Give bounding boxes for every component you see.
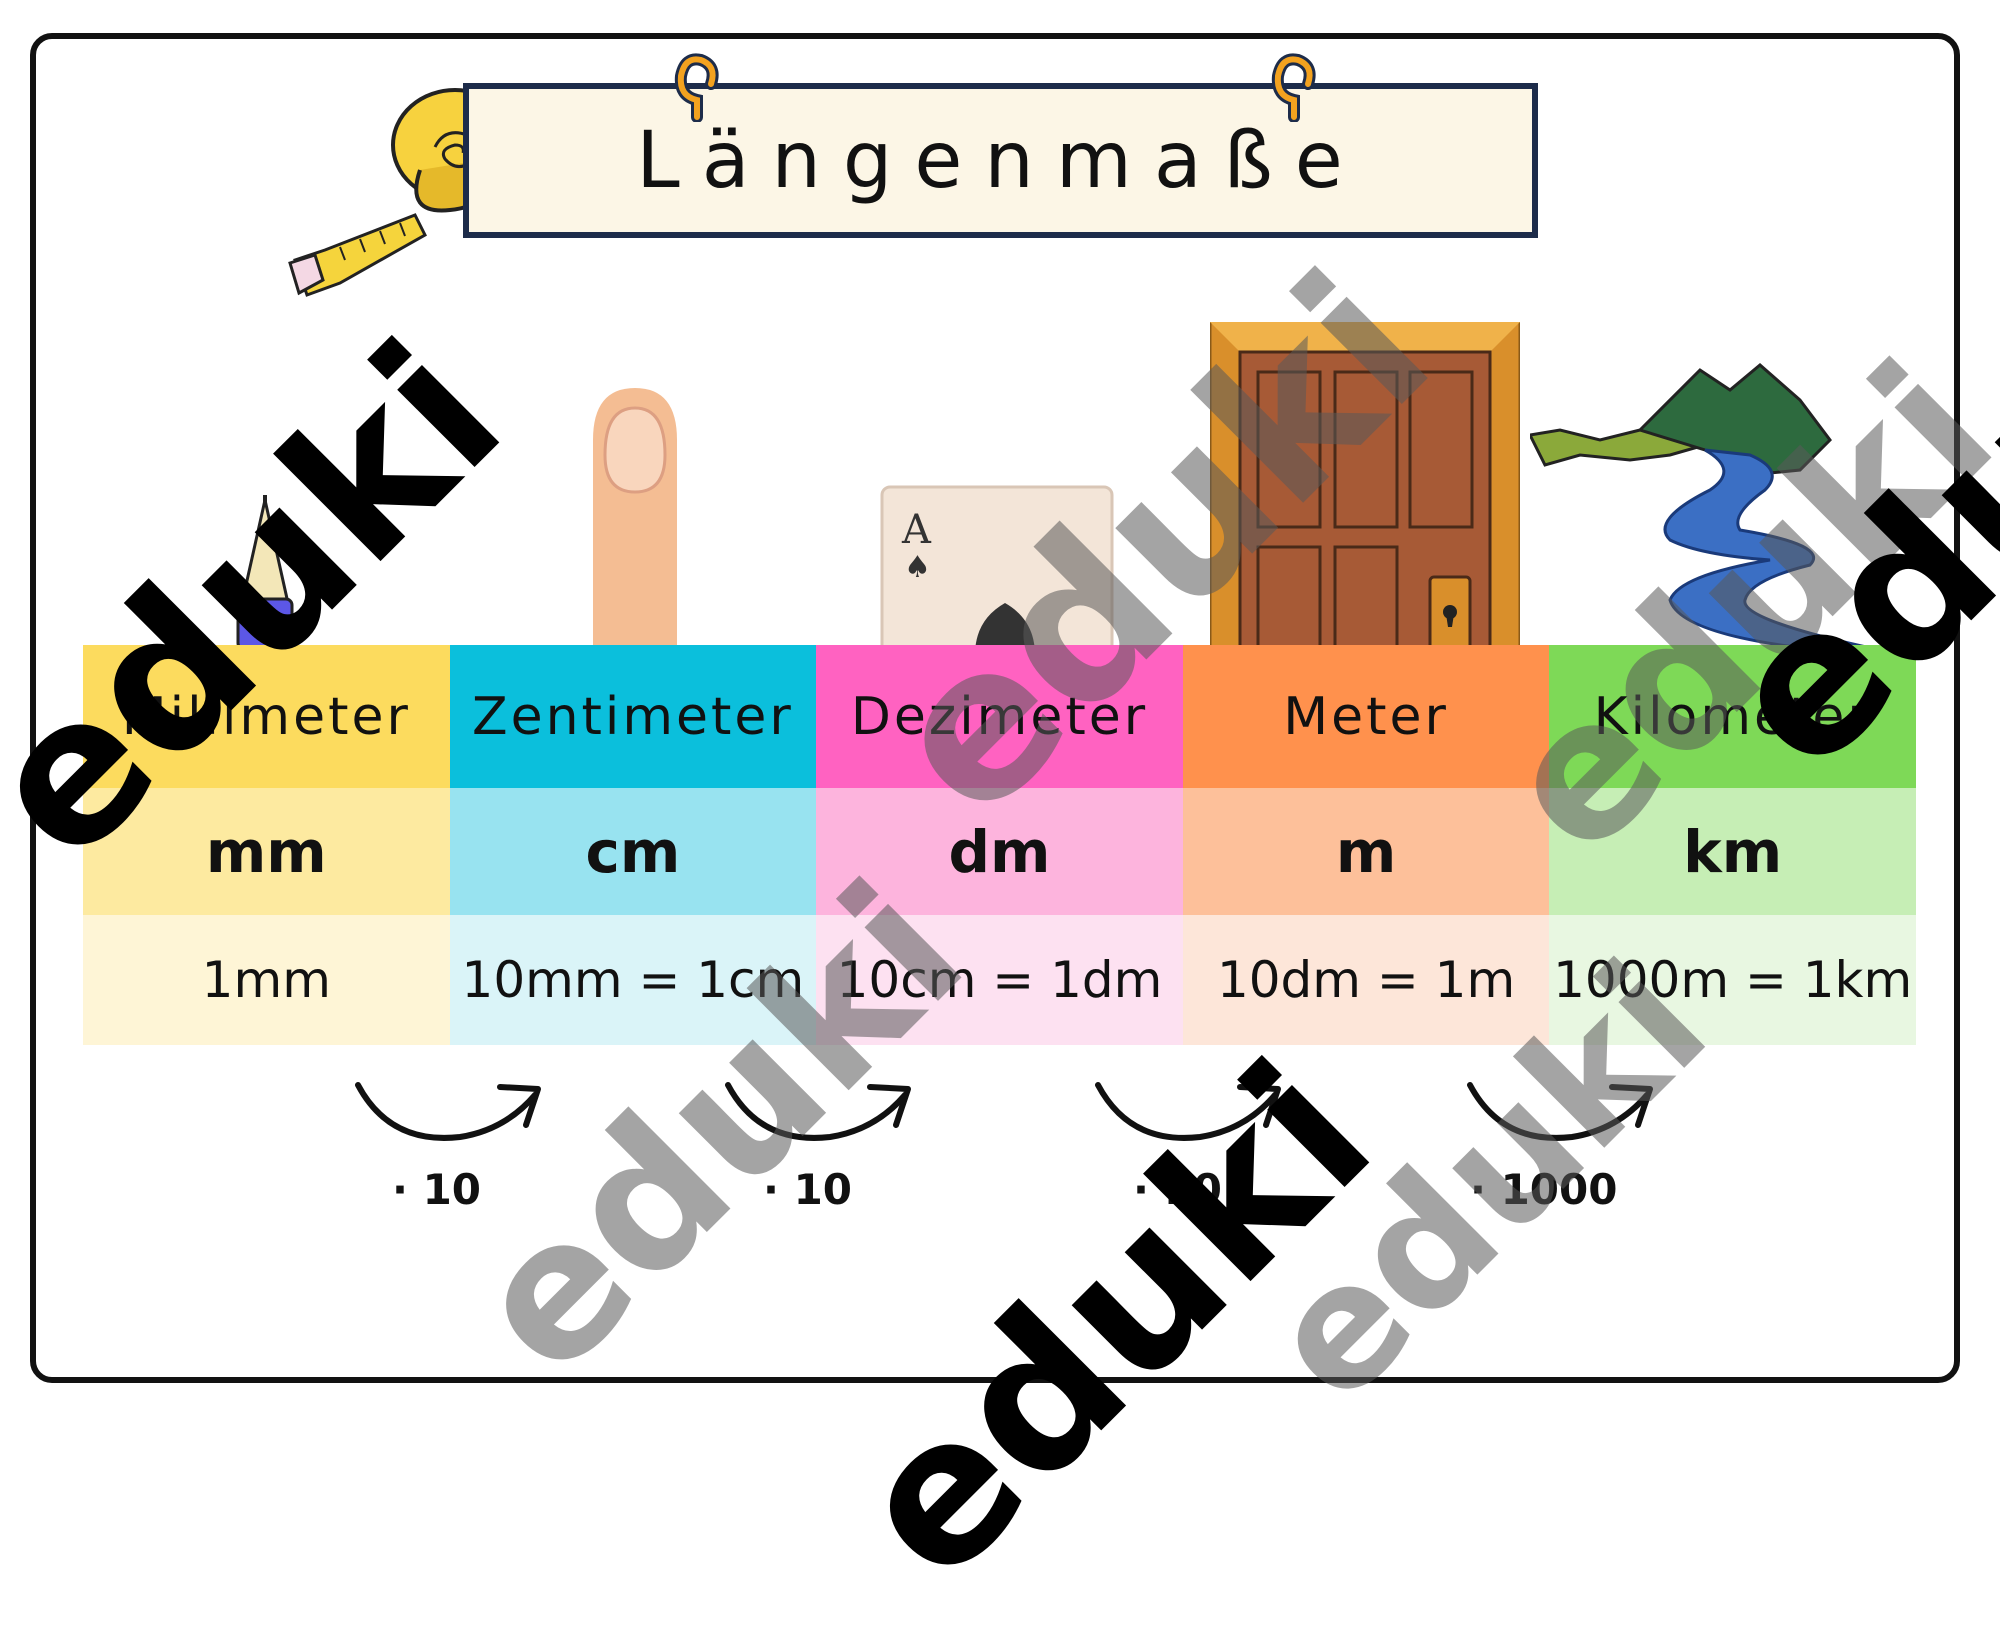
conversion-factor: · 1000: [1470, 1165, 1618, 1214]
binder-ring-icon: [674, 53, 719, 122]
arrow-icon: [355, 1082, 541, 1141]
unit-name: Kilometer: [1549, 645, 1916, 788]
title-banner: Längenmaße: [463, 83, 1538, 238]
unit-column-meter: Meter m 10dm = 1m: [1182, 645, 1550, 1045]
unit-column-kilometer: Kilometer km 1000m = 1km: [1549, 645, 1916, 1045]
landscape-icon: [1530, 363, 1881, 650]
finger-icon: [593, 388, 677, 650]
unit-abbreviation: km: [1549, 788, 1916, 915]
conversion-factor: · 10: [1133, 1165, 1223, 1214]
unit-equation: 10mm = 1cm: [449, 915, 817, 1045]
unit-equation: 10dm = 1m: [1182, 915, 1550, 1045]
playing-card-icon: A ♠: [880, 485, 1114, 655]
unit-name: Millimeter: [83, 645, 450, 788]
unit-equation: 1mm: [83, 915, 450, 1045]
page-frame: [30, 33, 1960, 1383]
binder-ring-icon: [1271, 53, 1316, 122]
unit-equation: 1000m = 1km: [1549, 915, 1916, 1045]
arrow-icon: [725, 1082, 911, 1141]
unit-name: Dezimeter: [816, 645, 1183, 788]
unit-column-dezimeter: Dezimeter dm 10cm = 1dm: [816, 645, 1183, 1045]
unit-column-zentimeter: Zentimeter cm 10mm = 1cm: [449, 645, 817, 1045]
svg-text:A: A: [901, 507, 932, 553]
units-table: Millimeter mm 1mm Zentimeter cm 10mm = 1…: [83, 645, 1916, 1045]
svg-text:♠: ♠: [904, 550, 931, 585]
page-title: Längenmaße: [636, 115, 1365, 206]
unit-equation: 10cm = 1dm: [816, 915, 1183, 1045]
pencil-icon: [236, 495, 294, 645]
unit-name: Zentimeter: [449, 645, 817, 788]
conversion-factor: · 10: [392, 1165, 482, 1214]
unit-abbreviation: dm: [816, 788, 1183, 915]
unit-abbreviation: mm: [83, 788, 450, 915]
unit-abbreviation: cm: [449, 788, 817, 915]
unit-name: Meter: [1182, 645, 1550, 788]
conversion-factor: · 10: [763, 1165, 853, 1214]
door-icon: [1210, 322, 1520, 652]
arrow-icon: [1467, 1082, 1653, 1141]
unit-abbreviation: m: [1182, 788, 1550, 915]
arrow-icon: [1095, 1082, 1281, 1141]
unit-column-millimeter: Millimeter mm 1mm: [83, 645, 450, 1045]
